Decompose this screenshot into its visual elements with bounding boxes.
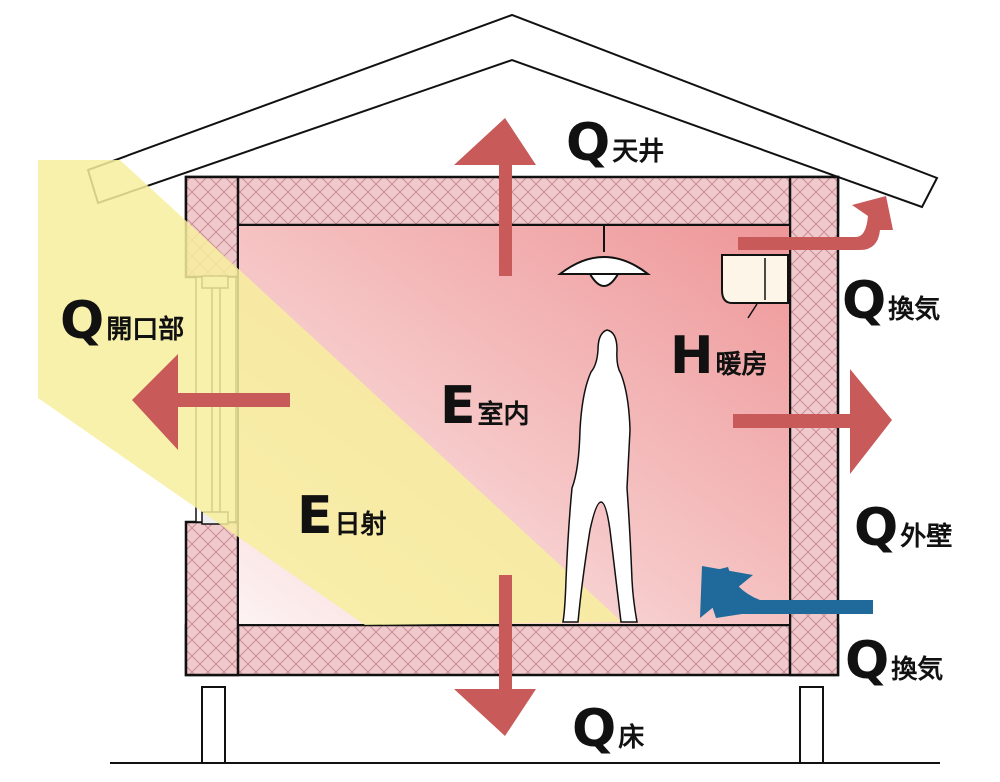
label-e-indoor-main: E <box>440 376 476 436</box>
label-h-heating-main: H <box>670 326 714 386</box>
label-q-ventilation-upper-sub: 換気 <box>888 295 941 325</box>
arrow-floor-out <box>454 575 536 736</box>
label-e-solar-sub: 日射 <box>334 510 387 540</box>
label-q-opening-main: Q <box>60 291 105 351</box>
arrow-ventilation-in-head <box>700 566 753 618</box>
label-e-indoor-sub: 室内 <box>477 400 530 430</box>
label-q-outer-wall: Q外壁 <box>854 502 952 554</box>
label-q-ceiling-sub: 天井 <box>612 137 665 167</box>
label-q-ventilation-lower-sub: 換気 <box>891 655 944 685</box>
ceiling-lamp-icon <box>557 225 651 287</box>
left-foundation-post <box>201 686 226 764</box>
label-h-heating-sub: 暖房 <box>715 350 768 380</box>
left-wall-lower-insulation <box>184 520 240 677</box>
label-q-floor-sub: 床 <box>618 723 645 753</box>
label-q-floor-main: Q <box>572 699 617 759</box>
sunlight-beam <box>38 160 622 625</box>
label-e-solar: E日射 <box>297 490 387 542</box>
label-q-floor: Q床 <box>572 703 644 755</box>
air-conditioner-icon <box>721 254 789 319</box>
label-q-ceiling: Q天井 <box>566 117 664 169</box>
label-q-ventilation-upper: Q換気 <box>842 275 940 327</box>
arrow-ventilation-in <box>704 567 873 618</box>
foundation <box>110 686 940 764</box>
label-e-solar-main: E <box>297 486 333 546</box>
label-h-heating: H暖房 <box>670 330 768 382</box>
label-q-opening: Q開口部 <box>60 295 184 347</box>
label-q-ventilation-upper-main: Q <box>842 271 887 331</box>
label-q-outer-wall-sub: 外壁 <box>900 522 953 552</box>
label-q-outer-wall-main: Q <box>854 498 899 558</box>
arrow-outer-wall-out <box>733 369 892 474</box>
label-q-opening-sub: 開口部 <box>106 315 185 345</box>
label-q-ventilation-lower-main: Q <box>845 631 890 691</box>
arrow-opening-out <box>132 354 290 450</box>
label-q-ceiling-main: Q <box>566 113 611 173</box>
heat-arrows <box>132 118 893 736</box>
label-q-ventilation-lower: Q換気 <box>845 635 943 687</box>
arrow-ceiling-out <box>454 118 536 276</box>
person-silhouette <box>562 329 638 623</box>
arrow-ventilation-out <box>738 196 893 250</box>
right-foundation-post <box>799 686 824 764</box>
label-e-indoor: E室内 <box>440 380 530 432</box>
